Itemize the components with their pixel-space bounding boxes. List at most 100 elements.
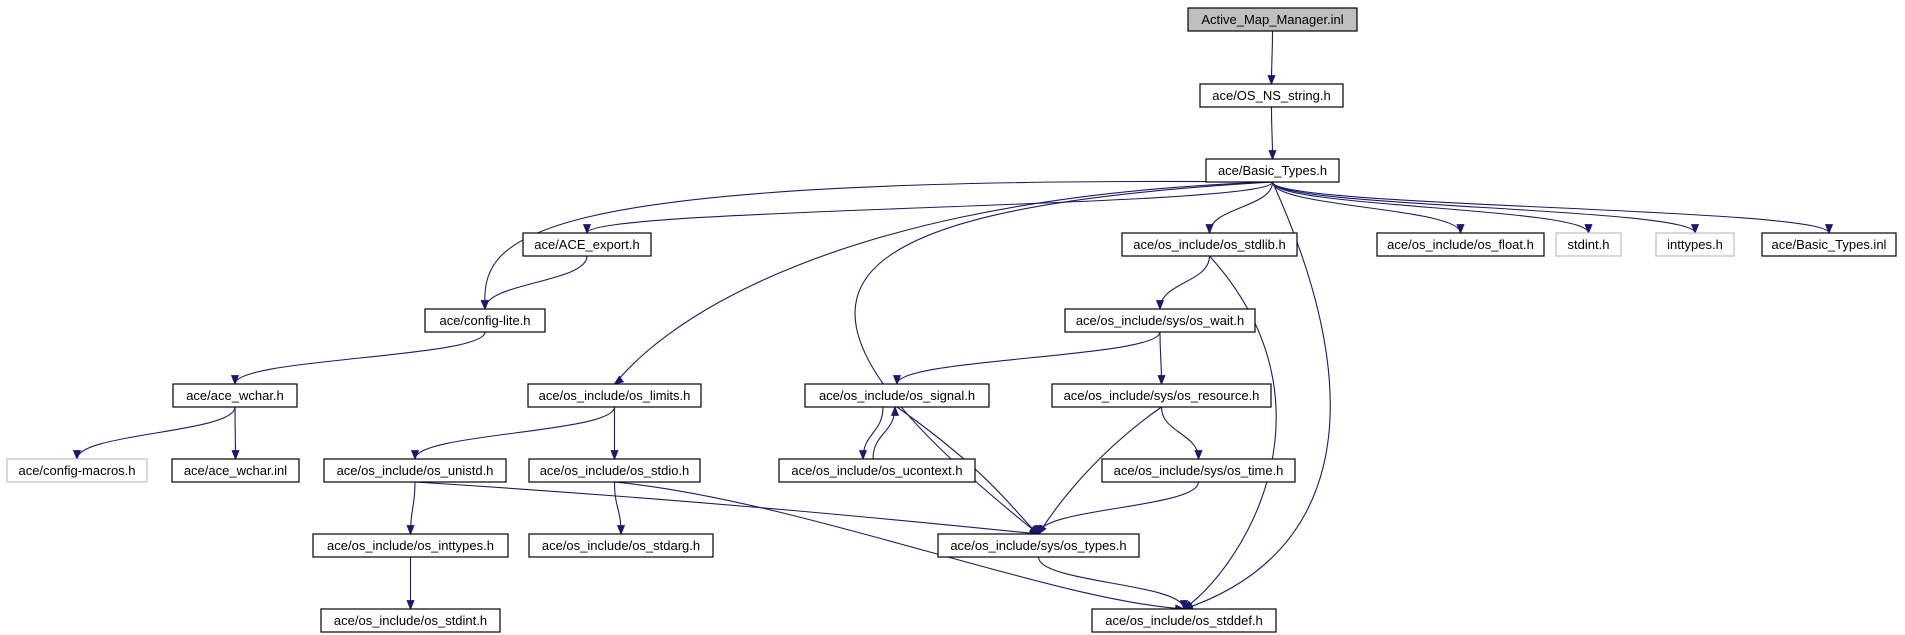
edge-n2-n9 bbox=[484, 180, 1273, 310]
edge-n3-n9-arrowhead bbox=[480, 300, 490, 311]
edge-n0-n1-arrowhead bbox=[1267, 75, 1276, 86]
edge-n12-n17 bbox=[414, 406, 616, 460]
node-label: ace/os_include/os_stdio.h bbox=[540, 463, 690, 478]
node-box bbox=[1051, 383, 1272, 408]
node-box bbox=[1205, 158, 1340, 183]
node-n5[interactable]: ace/os_include/os_float.h bbox=[1376, 232, 1545, 257]
node-n15[interactable]: ace/config-macros.h bbox=[6, 458, 148, 483]
node-box bbox=[1761, 232, 1897, 257]
edge-n17-n21-arrowhead bbox=[406, 525, 415, 536]
node-n14[interactable]: ace/os_include/sys/os_resource.h bbox=[1051, 383, 1272, 408]
edge-n12-n18-arrowhead bbox=[610, 450, 619, 461]
edge-n1-n2-arrowhead bbox=[1268, 150, 1277, 161]
node-box bbox=[528, 533, 714, 558]
node-label: ace/ace_wchar.h bbox=[186, 388, 284, 403]
edge-n19-n13-arrowhead bbox=[890, 405, 900, 416]
node-box bbox=[312, 533, 509, 558]
node-n13[interactable]: ace/os_include/os_signal.h bbox=[804, 383, 990, 408]
node-n1[interactable]: ace/OS_NS_string.h bbox=[1199, 83, 1344, 108]
node-label: ace/ACE_export.h bbox=[534, 237, 640, 252]
edge-n17-n23 bbox=[414, 481, 1039, 535]
edge-n18-n22-arrowhead bbox=[616, 525, 626, 536]
edge-n2-n8-arrowhead bbox=[1824, 224, 1834, 235]
edge-n2-n6 bbox=[1271, 181, 1590, 234]
node-box bbox=[1199, 83, 1344, 108]
edge-n20-n23 bbox=[1037, 481, 1200, 535]
edge-n4-n25-arrowhead bbox=[1182, 600, 1194, 610]
node-label: stdint.h bbox=[1568, 237, 1610, 252]
node-label: ace/os_include/sys/os_time.h bbox=[1114, 463, 1284, 478]
edge-n14-n23 bbox=[1038, 406, 1162, 535]
edge-n2-n3-arrowhead bbox=[582, 224, 592, 235]
edge-n13-n23 bbox=[896, 406, 1039, 535]
node-n24[interactable]: ace/os_include/os_stdint.h bbox=[320, 608, 501, 633]
edge-n12-n17-arrowhead bbox=[410, 450, 420, 461]
node-n0[interactable]: Active_Map_Manager.inl bbox=[1187, 7, 1358, 32]
edge-n2-n6-arrowhead bbox=[1584, 224, 1593, 235]
node-label: ace/os_include/sys/os_types.h bbox=[950, 538, 1126, 553]
edge-n2-n7-arrowhead bbox=[1690, 224, 1700, 235]
node-n19[interactable]: ace/os_include/os_ucontext.h bbox=[778, 458, 976, 483]
edge-n13-n19-arrowhead bbox=[858, 450, 868, 461]
node-box bbox=[528, 458, 701, 483]
node-box bbox=[778, 458, 976, 483]
node-n16[interactable]: ace/ace_wchar.inl bbox=[171, 458, 300, 483]
node-label: ace/OS_NS_string.h bbox=[1212, 88, 1331, 103]
node-box bbox=[6, 458, 148, 483]
node-n11[interactable]: ace/ace_wchar.h bbox=[172, 383, 298, 408]
node-label: ace/ace_wchar.inl bbox=[184, 463, 287, 478]
edge-n13-n23-arrowhead bbox=[1028, 525, 1040, 535]
node-box bbox=[937, 533, 1140, 558]
node-n12[interactable]: ace/os_include/os_limits.h bbox=[527, 383, 702, 408]
node-label: ace/os_include/os_signal.h bbox=[819, 388, 975, 403]
node-box bbox=[323, 458, 507, 483]
node-n6[interactable]: stdint.h bbox=[1555, 232, 1622, 257]
node-label: ace/os_include/os_unistd.h bbox=[337, 463, 494, 478]
node-n7[interactable]: inttypes.h bbox=[1655, 232, 1735, 257]
node-label: inttypes.h bbox=[1667, 237, 1723, 252]
node-box bbox=[1101, 458, 1296, 483]
node-label: ace/Basic_Types.h bbox=[1218, 163, 1327, 178]
edge-n2-n7 bbox=[1271, 181, 1696, 234]
node-n10[interactable]: ace/os_include/sys/os_wait.h bbox=[1064, 308, 1256, 333]
node-label: ace/config-lite.h bbox=[439, 313, 530, 328]
node-n4[interactable]: ace/os_include/os_stdlib.h bbox=[1121, 232, 1298, 257]
node-box bbox=[1376, 232, 1545, 257]
edge-n2-n5 bbox=[1271, 181, 1462, 234]
node-n3[interactable]: ace/ACE_export.h bbox=[522, 232, 652, 257]
node-n2[interactable]: ace/Basic_Types.h bbox=[1205, 158, 1340, 183]
edge-n9-n11-arrowhead bbox=[230, 375, 240, 386]
edge-n11-n15 bbox=[76, 406, 236, 460]
node-n9[interactable]: ace/config-lite.h bbox=[424, 308, 546, 333]
node-label: ace/os_include/os_inttypes.h bbox=[327, 538, 494, 553]
node-box bbox=[1091, 608, 1277, 633]
edge-n10-n13-arrowhead bbox=[892, 375, 902, 386]
node-label: ace/config-macros.h bbox=[18, 463, 135, 478]
edge-n9-n11 bbox=[234, 331, 486, 385]
node-n25[interactable]: ace/os_include/os_stddef.h bbox=[1091, 608, 1277, 633]
edge-n11-n16-arrowhead bbox=[231, 450, 240, 461]
edge-n20-n23-arrowhead bbox=[1034, 525, 1043, 536]
edge-n23-n25-arrowhead bbox=[1179, 600, 1189, 611]
node-n23[interactable]: ace/os_include/sys/os_types.h bbox=[937, 533, 1140, 558]
edge-n2-n23 bbox=[854, 181, 1273, 535]
edge-n2-n3 bbox=[586, 181, 1274, 234]
edge-n2-n4-arrowhead bbox=[1205, 224, 1214, 235]
node-box bbox=[320, 608, 501, 633]
node-n20[interactable]: ace/os_include/sys/os_time.h bbox=[1101, 458, 1296, 483]
node-box bbox=[1555, 232, 1622, 257]
node-n17[interactable]: ace/os_include/os_unistd.h bbox=[323, 458, 507, 483]
edge-n2-n8 bbox=[1271, 181, 1830, 234]
edge-n21-n24-arrowhead bbox=[406, 600, 415, 611]
node-n18[interactable]: ace/os_include/os_stdio.h bbox=[528, 458, 701, 483]
edge-n14-n20 bbox=[1160, 406, 1200, 460]
node-box bbox=[1655, 232, 1735, 257]
node-box bbox=[171, 458, 300, 483]
node-n22[interactable]: ace/os_include/os_stdarg.h bbox=[528, 533, 714, 558]
node-n8[interactable]: ace/Basic_Types.inl bbox=[1761, 232, 1897, 257]
node-n21[interactable]: ace/os_include/os_inttypes.h bbox=[312, 533, 509, 558]
node-label: ace/os_include/sys/os_wait.h bbox=[1076, 313, 1244, 328]
edge-n2-n4 bbox=[1208, 181, 1274, 234]
edge-n2-n12-arrowhead bbox=[613, 375, 625, 385]
